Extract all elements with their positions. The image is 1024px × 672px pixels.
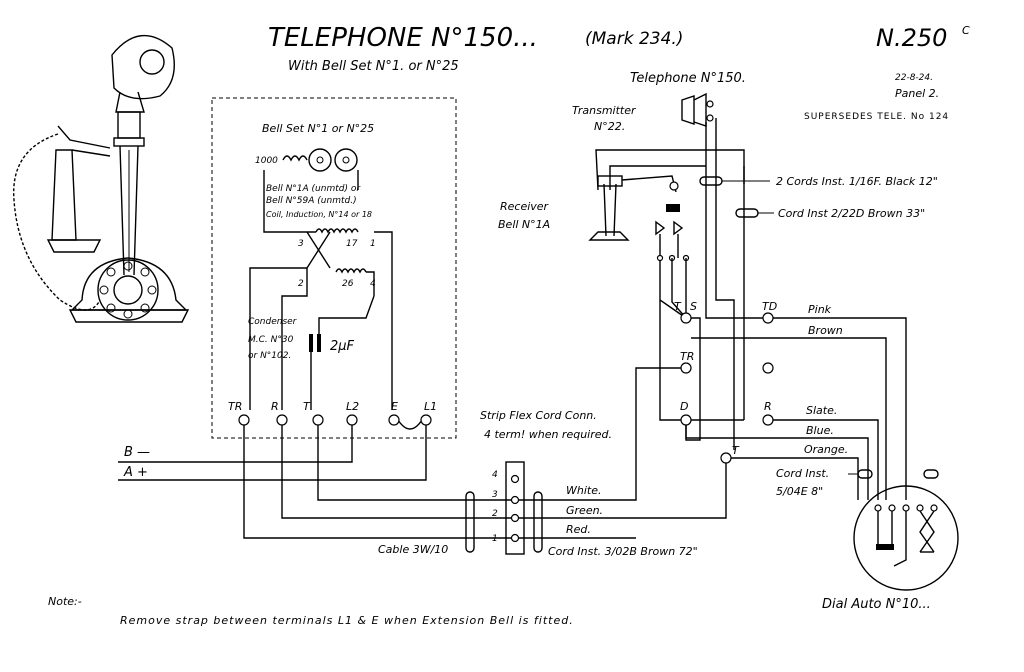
transmitter-label-line2: N°22. [594, 120, 625, 133]
tel-terminal-label-t: T [674, 300, 682, 313]
l1-e-strap [397, 419, 423, 430]
bell-type-line2: Bell N°59A (unmtd.) [266, 196, 357, 206]
cable-label: Cable 3W/10 [378, 543, 448, 556]
terminal-t [312, 414, 324, 426]
tel-terminal-blank [762, 362, 774, 374]
hook-switch-contacts [655, 220, 690, 319]
cord-label: Cord Inst. 3/02B Brown 72" [548, 545, 698, 558]
coil-terminal-2: 2 [298, 279, 304, 289]
tel-terminal-tr [680, 362, 692, 374]
strip-terminal-1: 1 [492, 534, 498, 544]
coil-terminal-17: 17 [346, 239, 358, 249]
wire-slate-label: Slate. [806, 404, 837, 417]
terminal-label-e: E [391, 400, 398, 413]
line-a-label: A + [123, 465, 148, 480]
bell-set-components: 1000 Bell N°1A (unmtd) or Bell N°59A (un… [248, 148, 423, 430]
tel-terminal-label-s: S [690, 300, 697, 313]
strip-terminal-4: 4 [492, 470, 498, 480]
cords-black-label: 2 Cords Inst. 1/16F. Black 12" [776, 175, 938, 188]
terminal-label-tr: TR [228, 400, 242, 413]
panel-label: Panel 2. [895, 87, 939, 100]
terminal-e [388, 414, 400, 426]
condenser-label-line1: Condenser [248, 317, 298, 327]
bell-set-title: Bell Set N°1 or N°25 [262, 122, 374, 135]
tel-terminal-label-td: TD [762, 300, 777, 313]
dial-label: Dial Auto N°10... [822, 597, 931, 612]
note-text: Remove strap between terminals L1 & E wh… [120, 614, 574, 627]
tel-terminal-r [762, 414, 774, 426]
diagram-subtitle: With Bell Set N°1. or N°25 [288, 59, 459, 74]
terminal-label-r: R [271, 400, 279, 413]
terminal-label-t: T [303, 400, 311, 413]
tel-terminal-td [762, 312, 774, 324]
terminal-tr [238, 414, 250, 426]
diagram-title: TELEPHONE N°150... [268, 23, 538, 53]
coil-terminal-1: 1 [370, 239, 376, 249]
wire-green-label: Green. [566, 504, 603, 517]
receiver-label-line2: Bell N°1A [498, 218, 550, 231]
wire-white-label: White. [566, 484, 601, 497]
transmitter-symbol [681, 92, 714, 127]
coil-terminal-26: 26 [342, 279, 354, 289]
note-heading: Note:- [48, 595, 82, 608]
tel-terminal-label-tr: TR [680, 350, 694, 363]
terminal-label-l1: L1 [424, 400, 437, 413]
coil-primary [315, 228, 359, 234]
tel-terminal-t2 [720, 452, 732, 464]
wire-brown-label: Brown [808, 324, 843, 337]
telephone-wiring [659, 118, 939, 500]
drawing-number: N.250 [876, 24, 947, 52]
bell-set-enclosure [211, 97, 457, 439]
diagram-mark: (Mark 234.) [585, 29, 683, 49]
condenser-plate-a [309, 334, 313, 352]
strip-terminal-2: 2 [492, 509, 498, 519]
terminal-l2 [346, 414, 358, 426]
res-1000-label: 1000 [255, 156, 278, 166]
terminal-label-l2: L2 [346, 400, 359, 413]
wire-orange-label: Orange. [804, 443, 848, 456]
telephone-title: Telephone N°150. [630, 71, 746, 86]
line-b-label: B — [124, 445, 150, 460]
tel-terminal-label-r: R [764, 400, 772, 413]
condenser-label-line3: or N°102. [248, 351, 291, 361]
condenser-value: 2μF [330, 339, 355, 354]
dial-auto-symbol [853, 485, 959, 591]
supersedes-label: SUPERSEDES TELE. No 124 [804, 112, 949, 122]
tel-terminal-t [680, 312, 692, 324]
wire-blue-label: Blue. [806, 424, 834, 437]
cord-inst-label-line2: 5/04E 8" [776, 485, 823, 498]
wire-pink-label: Pink [808, 303, 832, 316]
cord-inst-label-line1: Cord Inst. [776, 467, 829, 480]
strip-connector: Strip Flex Cord Conn. 4 term! when requi… [378, 367, 727, 558]
line-wires: B — A + [118, 425, 514, 539]
diagram-date: 22-8-24. [895, 73, 933, 83]
tel-terminal-d [680, 414, 692, 426]
transmitter-label-line1: Transmitter [572, 104, 637, 117]
wire-red-label: Red. [566, 523, 591, 536]
condenser-label-line2: M.C. N°30 [248, 335, 294, 345]
induction-coil-label: Coil, Induction, N°14 or 18 [266, 210, 372, 219]
receiver-symbol [588, 149, 745, 420]
drawing-suffix: C [962, 24, 970, 37]
coil-terminal-4: 4 [370, 279, 376, 289]
candlestick-telephone-illustration [13, 34, 190, 323]
strip-terminal-3: 3 [492, 490, 498, 500]
strip-label-line2: 4 term! when required. [484, 428, 612, 441]
coil-terminal-3: 3 [298, 239, 304, 249]
bell-set-terminals: TR R T L2 E L1 [228, 400, 437, 426]
tel-terminal-label-d: D [680, 400, 688, 413]
receiver-label-line1: Receiver [500, 200, 550, 213]
terminal-l1 [420, 414, 432, 426]
coil-secondary [335, 268, 367, 274]
tel-terminal-label-t2: T [732, 444, 740, 457]
cord-brown-label: Cord Inst 2/22D Brown 33" [778, 207, 925, 220]
terminal-r [276, 414, 288, 426]
strip-label-line1: Strip Flex Cord Conn. [480, 409, 597, 422]
condenser-plate-b [317, 334, 321, 352]
bell-type-line1: Bell N°1A (unmtd) or [266, 184, 361, 194]
